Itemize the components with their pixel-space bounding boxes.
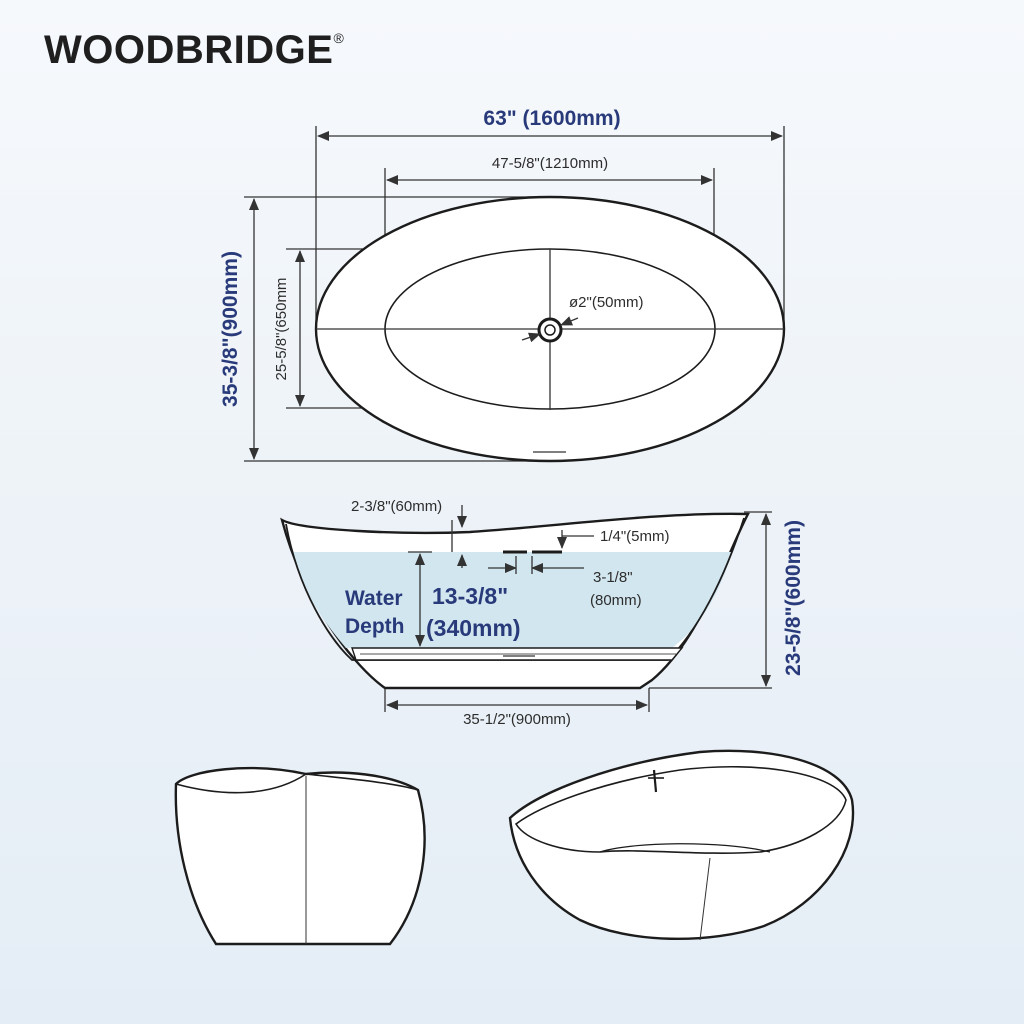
label-water-depth-1: 13-3/8" [432, 583, 508, 609]
end-view [174, 766, 426, 946]
perspective-overflow-mark [652, 769, 658, 793]
label-inner-width: 25-5/8"(650mm [273, 278, 290, 381]
perspective-view [508, 749, 855, 941]
side-view: 2-3/8"(60mm) 1/4"(5mm) 3-1/8" (80mm) Wat… [280, 498, 805, 728]
label-drain: ø2"(50mm) [569, 294, 644, 311]
drain-arrow-right [560, 316, 579, 326]
drain-center-icon [544, 324, 556, 336]
brand-name: WOODBRIDGE [44, 28, 334, 72]
end-view-rim-top [305, 773, 419, 791]
label-base-length: 35-1/2"(900mm) [463, 711, 571, 728]
water-fill [292, 552, 732, 648]
label-height: 23-5/8"(600mm) [782, 520, 805, 676]
perspective-inner-rim [514, 765, 847, 854]
label-overflow-gap: 1/4"(5mm) [600, 528, 670, 545]
label-water-depth-2: (340mm) [426, 615, 521, 641]
label-overall-width: 35-3/8"(900mm) [219, 251, 242, 407]
label-overall-length: 63" (1600mm) [483, 107, 620, 130]
label-overflow-width-1: 3-1/8" [593, 569, 633, 586]
perspective-basin-floor [599, 843, 771, 853]
end-view-shell [174, 766, 426, 946]
label-rim-offset: 2-3/8"(60mm) [351, 498, 442, 515]
top-view: 63" (1600mm) 47-5/8"(1210mm) 35-3/8"(900… [219, 107, 786, 463]
label-water-1: Water [345, 587, 403, 610]
brand-logo: WOODBRIDGE® [44, 28, 344, 73]
label-water-2: Depth [345, 615, 405, 638]
label-overflow-width-2: (80mm) [590, 592, 642, 609]
label-inner-length: 47-5/8"(1210mm) [492, 155, 608, 172]
registered-mark: ® [333, 30, 345, 46]
perspective-seam [699, 857, 711, 941]
end-view-rim-curve [175, 773, 307, 794]
drain-arrow-left [521, 332, 541, 343]
